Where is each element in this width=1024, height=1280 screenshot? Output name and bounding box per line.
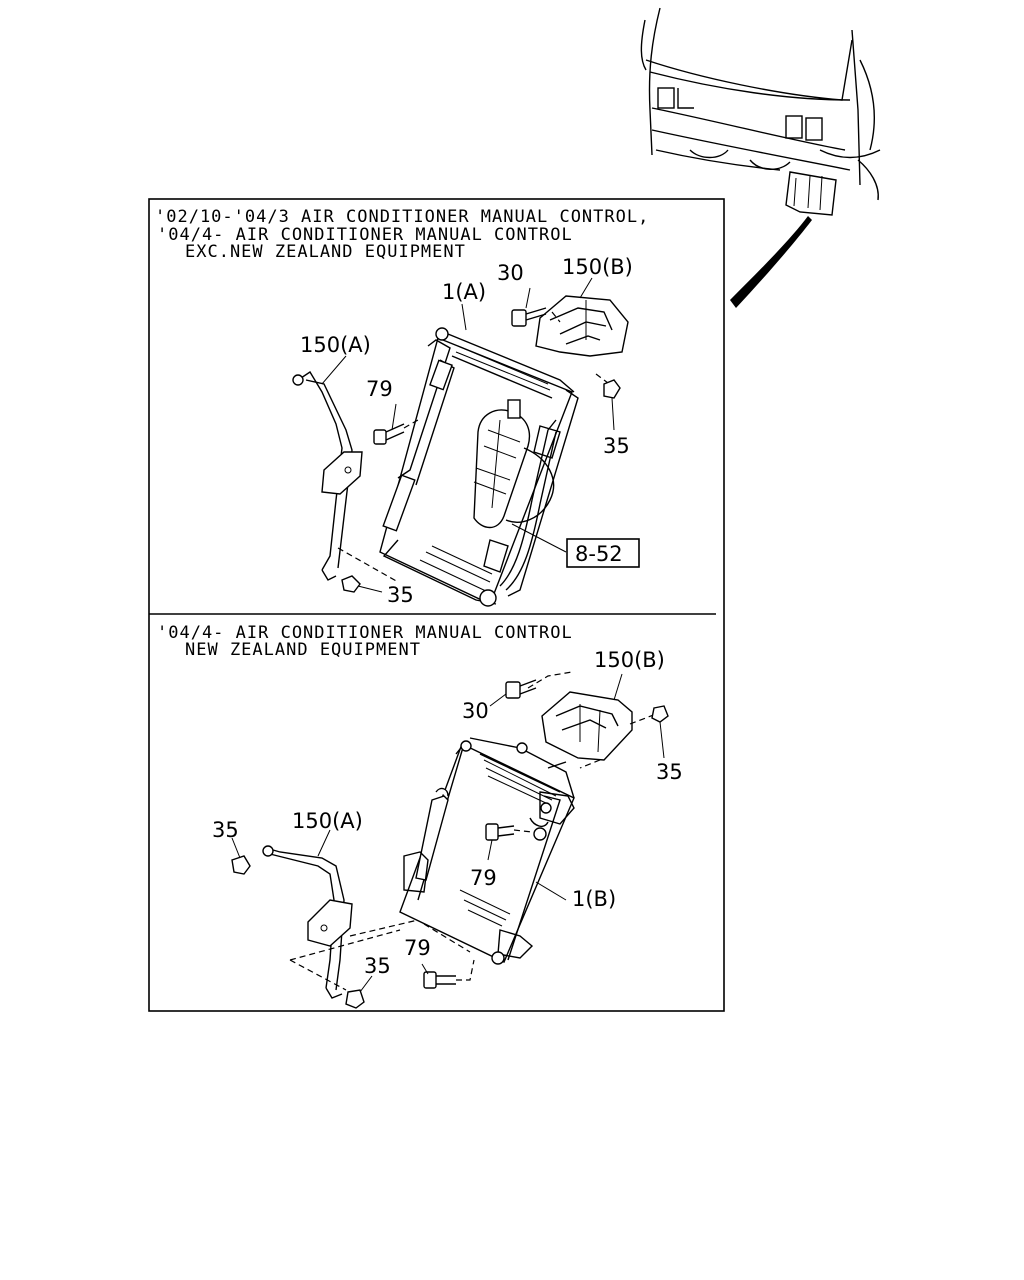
bottom-callout-35-right: 35 (656, 760, 683, 784)
bottom-callout-150b: 150(B) (594, 648, 665, 672)
top-callout-150a: 150(A) (300, 333, 371, 357)
bottom-callout-30: 30 (462, 699, 489, 723)
top-callout-79: 79 (366, 377, 393, 401)
top-header-line-1: '02/10-'04/3 AIR CONDITIONER MANUAL CONT… (155, 207, 649, 227)
bottom-callout-150a: 150(A) (292, 809, 363, 833)
bottom-callout-79-lower: 79 (404, 936, 431, 960)
bottom-header-line-1: '04/4- AIR CONDITIONER MANUAL CONTROL (157, 623, 573, 643)
top-callout-1a: 1(A) (442, 280, 486, 304)
top-assembly-drawing (292, 277, 629, 607)
top-callout-35-right: 35 (603, 434, 630, 458)
top-callout-150b: 150(B) (562, 255, 633, 279)
reference-box (566, 538, 640, 568)
bottom-callout-1b: 1(B) (572, 887, 616, 911)
top-header-line-3: EXC.NEW ZEALAND EQUIPMENT (185, 242, 466, 262)
bottom-callout-79-upper: 79 (470, 866, 497, 890)
bottom-assembly-drawing (231, 671, 669, 1009)
bottom-callout-35-bottom: 35 (364, 954, 391, 978)
diagram-frame (148, 198, 725, 1012)
top-header-line-2: '04/4- AIR CONDITIONER MANUAL CONTROL (157, 225, 573, 245)
vehicle-locator-sketch (640, 7, 881, 308)
bottom-callout-35-left: 35 (212, 818, 239, 842)
top-callout-30: 30 (497, 261, 524, 285)
top-callout-35-bottom: 35 (387, 583, 414, 607)
bottom-header-line-2: NEW ZEALAND EQUIPMENT (185, 640, 421, 660)
top-callout-ref-8-52: 8-52 (575, 542, 623, 566)
